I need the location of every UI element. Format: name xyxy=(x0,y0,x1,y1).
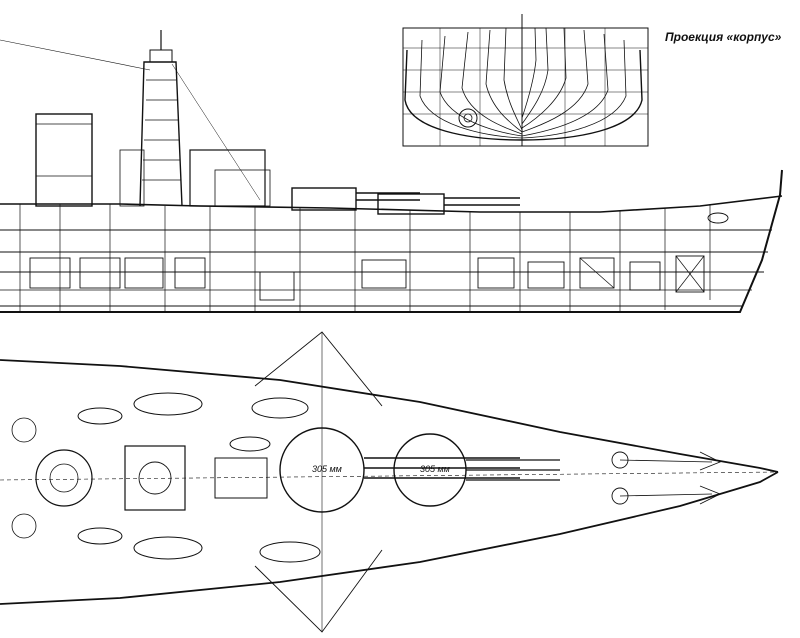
turret-a-label: 305 мм xyxy=(312,464,342,474)
side-elevation xyxy=(0,30,783,313)
projection-caption: Проекция «корпус» xyxy=(665,30,782,44)
plan-view xyxy=(0,331,779,633)
body-plan xyxy=(402,14,649,147)
turret-b-label: 305 мм xyxy=(420,464,450,474)
